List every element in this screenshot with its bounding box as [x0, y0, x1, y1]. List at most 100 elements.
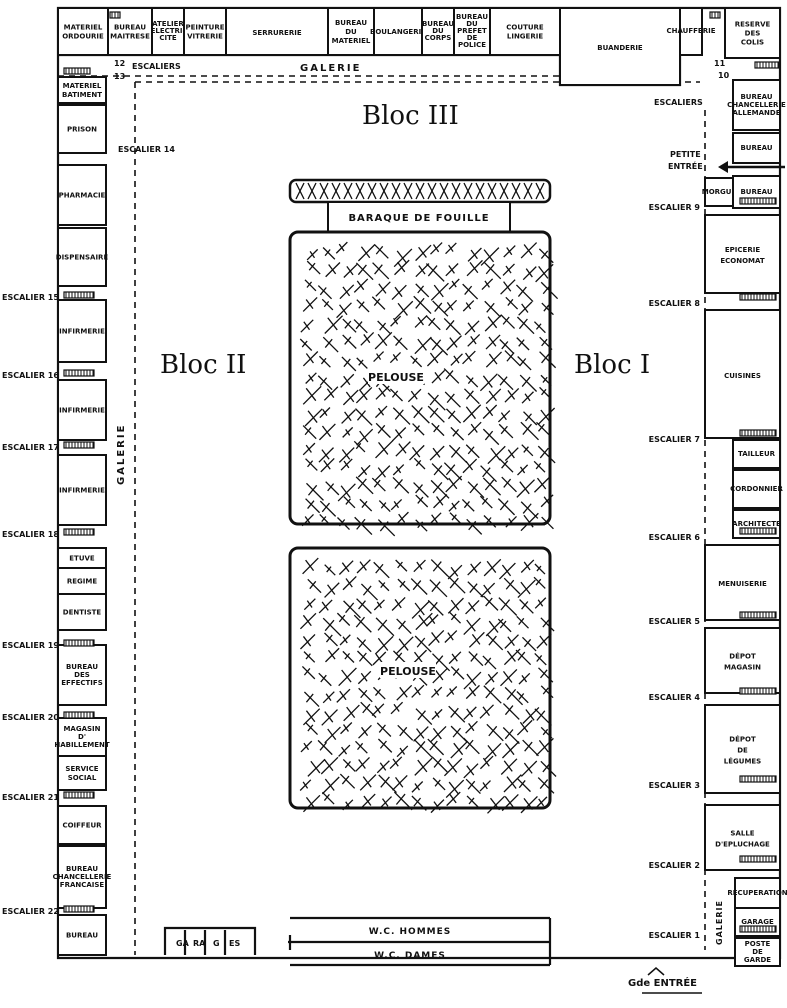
room-label: BUREAU: [456, 13, 488, 21]
petite-entree: PETITE ENTRÉE: [668, 150, 785, 173]
room-left-3-dispensaire: DISPENSAIRE: [56, 227, 108, 287]
garages-label-2: RA: [193, 939, 206, 948]
room-label: BATIMENT: [62, 91, 102, 99]
stair-icon: [739, 775, 777, 783]
room-label: EFFECTIFS: [61, 679, 102, 687]
room-label: DES: [745, 30, 761, 38]
stair-icon: [63, 369, 95, 377]
room-left-7-etuve: ETUVE: [57, 547, 107, 569]
room-left-5-infirmerie: INFIRMERIE: [57, 379, 107, 441]
garages: GA RA G ES: [163, 926, 257, 955]
lawn-south-label: PELOUSE: [380, 665, 436, 678]
room-label: MATERIEL: [64, 24, 103, 32]
room-top-4-serrurerie: SERRURERIE: [225, 7, 329, 56]
room-label: CUISINES: [724, 372, 761, 380]
room-label: MATERIEL: [63, 82, 102, 90]
room-label: CORPS: [425, 34, 452, 42]
wc-dames-label: W.C. DAMES: [374, 951, 446, 961]
stair-icon: [709, 11, 721, 19]
room-right-7-cordonnier: CORDONNIER: [730, 469, 783, 509]
room-top-6-boulangerie: BOULANGERIE: [370, 7, 426, 56]
stair-icon: [739, 687, 777, 695]
gallery-left-label: GALERIE: [116, 424, 127, 485]
staircase-left-6: ESCALIER 20: [2, 713, 59, 722]
room-label: RESERVE: [735, 21, 771, 29]
room-label: INFIRMERIE: [59, 407, 105, 415]
stair-icon: [63, 905, 95, 913]
room-label: DU: [432, 27, 444, 35]
room-label: BUREAU: [66, 932, 98, 940]
staircase-left-3: ESCALIER 17: [2, 443, 59, 452]
staircase-top-right-0: 11: [714, 59, 726, 68]
room-label: HABILLEMENT: [54, 741, 110, 749]
room-label: ARCHITECTE: [732, 520, 781, 528]
room-right-6-tailleur: TAILLEUR: [732, 439, 781, 469]
room-label: CHANCELLERIE: [53, 873, 112, 881]
wc-hommes-label: W.C. HOMMES: [369, 927, 452, 937]
room-label: CHAUFFERIE: [666, 27, 715, 35]
room-label: BUREAU: [66, 663, 98, 671]
room-label: BUREAU: [114, 24, 146, 32]
staircase-left-0: ESCALIER 14: [118, 145, 175, 154]
room-left-9-dentiste: DENTISTE: [57, 593, 107, 631]
staircase-top-left-0: 12: [114, 59, 125, 68]
garages-label-1: GA: [176, 939, 190, 948]
room-label: D': [78, 733, 86, 741]
stair-icon: [739, 429, 777, 437]
room-label: REGIME: [67, 578, 97, 586]
wc-block: W.C. HOMMES W.C. DAMES: [288, 916, 552, 967]
room-label: DU: [345, 28, 357, 36]
room-label: ETUVE: [69, 555, 95, 563]
staircase-right-6: ESCALIER 3: [649, 781, 700, 790]
room-left-4-infirmerie: INFIRMERIE: [57, 299, 107, 363]
room-top-11-chaufferie: CHAUFFERIE: [666, 7, 716, 56]
room-label: DU: [466, 20, 478, 28]
room-label: BUANDERIE: [597, 44, 643, 52]
room-label: CITE: [159, 34, 177, 42]
room-label: ORDOURIE: [62, 33, 104, 41]
staircase-right-2: ESCALIER 7: [649, 435, 700, 444]
top-rooms: MATERIELORDOURIEBUREAUMAITRESEATELIERELE…: [57, 7, 781, 86]
staircase-left-5: ESCALIER 19: [2, 641, 59, 650]
stair-icon: [739, 925, 777, 933]
room-label: GARDE: [744, 956, 771, 964]
stair-icon: [63, 291, 95, 299]
garages-label-3: G: [213, 939, 220, 948]
room-right-1-bureau: BUREAU: [732, 132, 781, 164]
lawn-north: PELOUSE: [288, 230, 559, 537]
room-label: MAITRESE: [110, 33, 150, 41]
staircase-right-0: ESCALIER 9: [649, 203, 701, 212]
bloc-i-label: Bloc I: [574, 350, 650, 380]
room-left-1-prison: PRISON: [57, 104, 107, 154]
room-left-6-infirmerie: INFIRMERIE: [57, 454, 107, 526]
lawn-north-label: PELOUSE: [368, 371, 424, 384]
room-label: MENUISERIE: [718, 580, 767, 588]
room-label: MATERIEL: [332, 37, 371, 45]
room-right-13-recuperation: RECUPERATION: [727, 877, 787, 909]
gallery-bottom-right-label: GALERIE: [715, 900, 724, 945]
stair-icon: [739, 527, 777, 535]
room-label: LINGERIE: [507, 33, 543, 41]
staircase-top-left-1: 13: [114, 72, 125, 81]
baraque-de-fouille: BARAQUE DE FOUILLE: [288, 178, 552, 233]
room-left-8-regime: REGIME: [57, 567, 107, 595]
room-label: DE: [467, 34, 478, 42]
petite-entree-label-1: PETITE: [670, 150, 701, 159]
staircase-right-1: ESCALIER 8: [649, 299, 701, 308]
staircase-left-2: ESCALIER 16: [2, 371, 59, 380]
staircase-right-5: ESCALIER 4: [649, 693, 701, 702]
room-label: COLIS: [741, 39, 764, 47]
